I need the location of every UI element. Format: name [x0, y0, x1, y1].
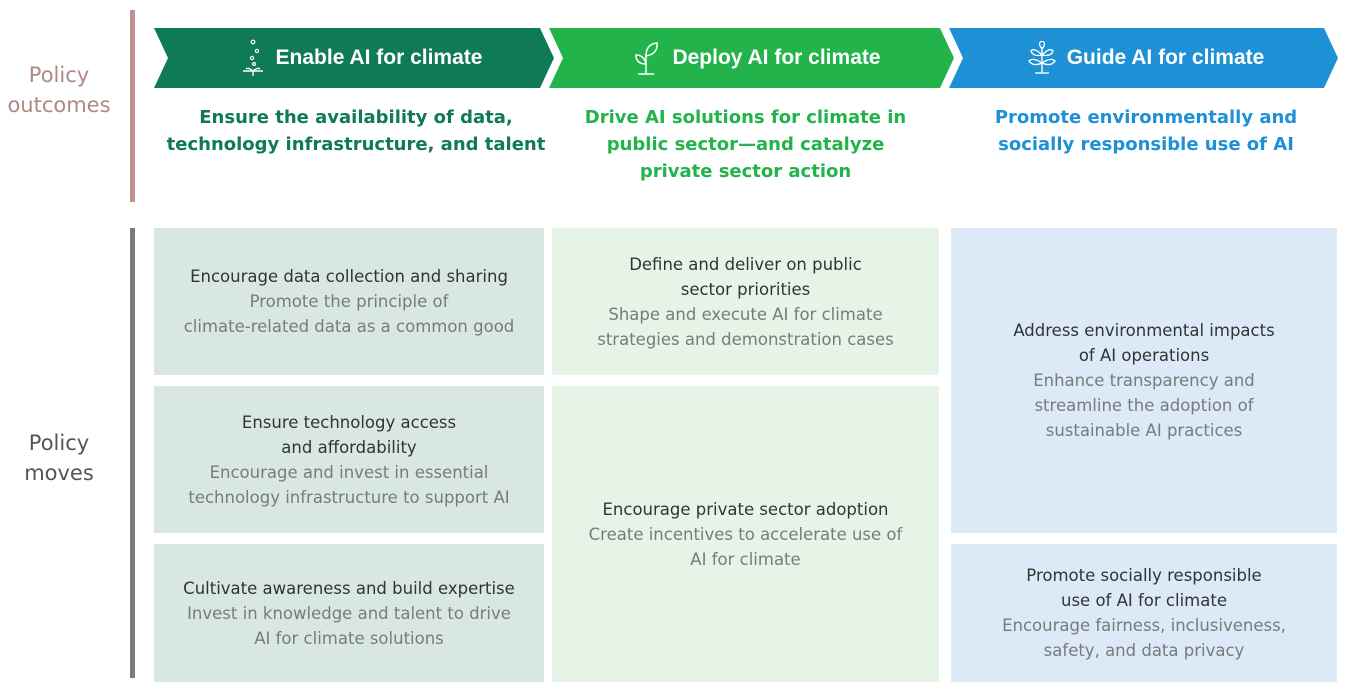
guide-outcome: Promote environmentally and socially res… [950, 104, 1342, 158]
move-desc: AI for climate [690, 549, 801, 569]
move-title: Define and deliver on public [629, 254, 862, 274]
sprout-icon [635, 42, 659, 75]
enable-pillar-title: Enable AI for climate [275, 46, 483, 69]
move-desc: technology infrastructure to support AI [188, 487, 510, 507]
move-title: use of AI for climate [1061, 591, 1227, 610]
move-desc: safety, and data privacy [1043, 641, 1245, 660]
outcome-line: Drive AI solutions for climate in [584, 107, 907, 128]
move-title: Ensure technology access [241, 412, 457, 432]
policy-moves-label: Policy moves [0, 428, 118, 488]
guide-pillar-arrow: Guide AI for climate [949, 28, 1338, 88]
policy-outcomes-label: Policy outcomes [0, 60, 118, 120]
move-public-sector-priorities: Define and deliver on public sector prio… [552, 228, 939, 375]
move-desc: climate-related data as a common good [183, 317, 515, 336]
outcome-line: public sector—and catalyze [606, 134, 885, 155]
deploy-arrow-shape [549, 28, 954, 88]
move-title: sector priorities [680, 279, 811, 299]
deploy-pillar-title: Deploy AI for climate [672, 46, 881, 69]
move-title: Address environmental impacts [1013, 321, 1275, 340]
moves-divider-bar [130, 228, 135, 678]
move-technology-access: Ensure technology access and affordabili… [154, 386, 544, 533]
seedling-dots-icon [242, 39, 263, 76]
outcome-line: Promote environmentally and [994, 107, 1298, 128]
move-title: Cultivate awareness and build expertise [183, 578, 515, 598]
policy-moves-label-line: moves [24, 461, 94, 485]
policy-outcomes-label-line: outcomes [7, 93, 111, 117]
outcome-line: socially responsible use of AI [998, 134, 1294, 155]
policy-outcomes-label-line: Policy [28, 63, 90, 87]
move-title: of AI operations [1078, 346, 1210, 365]
move-private-sector-adoption: Encourage private sector adoption Create… [552, 386, 939, 682]
deploy-outcome: Drive AI solutions for climate in public… [548, 104, 943, 185]
move-desc: Create incentives to accelerate use of [588, 524, 903, 544]
enable-pillar-arrow: Enable AI for climate [154, 28, 554, 88]
outcome-line: technology infrastructure, and talent [166, 134, 546, 155]
move-title: Encourage private sector adoption [602, 499, 889, 519]
move-desc: Encourage fairness, inclusiveness, [1002, 616, 1286, 635]
move-desc: Invest in knowledge and talent to drive [187, 603, 511, 623]
guide-pillar-title: Guide AI for climate [1066, 46, 1265, 69]
plant-icon [1027, 41, 1056, 74]
policy-moves-label-line: Policy [28, 431, 90, 455]
move-desc: Shape and execute AI for climate [608, 304, 883, 324]
outcome-line: private sector action [639, 161, 852, 182]
move-desc: Enhance transparency and [1033, 371, 1255, 390]
move-desc: Promote the principle of [249, 292, 449, 311]
move-data-collection: Encourage data collection and sharing Pr… [154, 228, 544, 375]
move-desc: AI for climate solutions [254, 628, 444, 648]
move-awareness-expertise: Cultivate awareness and build expertise … [154, 544, 544, 682]
move-desc: sustainable AI practices [1045, 421, 1243, 440]
deploy-pillar-arrow: Deploy AI for climate [549, 28, 954, 88]
enable-outcome: Ensure the availability of data, technol… [150, 104, 562, 158]
move-desc: streamline the adoption of [1034, 396, 1254, 415]
outcomes-divider-bar [130, 10, 135, 202]
move-socially-responsible: Promote socially responsible use of AI f… [951, 544, 1337, 682]
move-title: Promote socially responsible [1026, 566, 1262, 585]
outcome-line: Ensure the availability of data, [199, 107, 513, 128]
move-title: and affordability [281, 437, 417, 457]
move-desc: Encourage and invest in essential [209, 462, 489, 482]
move-environmental-impacts: Address environmental impacts of AI oper… [951, 228, 1337, 533]
move-title: Encourage data collection and sharing [190, 267, 508, 286]
move-desc: strategies and demonstration cases [597, 329, 894, 349]
